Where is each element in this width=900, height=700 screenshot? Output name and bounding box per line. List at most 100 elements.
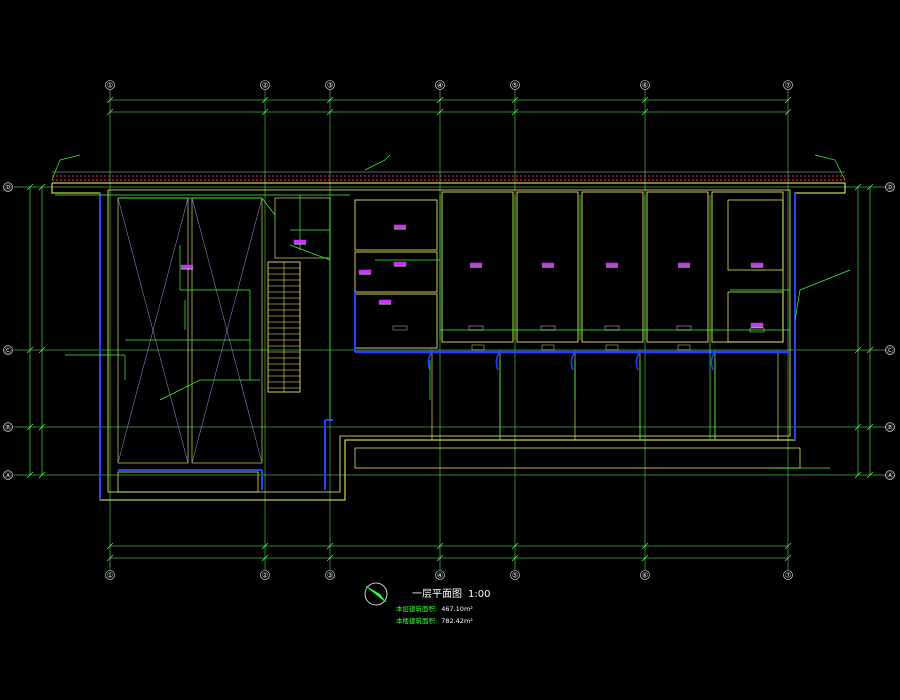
leader-line xyxy=(364,154,391,171)
device-tag xyxy=(605,262,619,267)
device-tag xyxy=(358,269,372,274)
room-lobby xyxy=(274,197,331,259)
room-wc-3 xyxy=(354,293,438,349)
device-tag xyxy=(393,261,407,266)
room-store xyxy=(727,291,784,343)
electrical-conduits xyxy=(99,193,796,500)
axis-bubble xyxy=(260,570,270,580)
north-arrow-icon xyxy=(364,582,388,606)
device-tag xyxy=(469,262,483,267)
void-cross xyxy=(191,197,263,464)
dimension-tick xyxy=(26,183,34,191)
dimension-tick xyxy=(261,108,269,116)
axis-bubble xyxy=(3,182,13,192)
plan-title-text: 一层平面图 xyxy=(412,589,462,600)
room-office-5 xyxy=(711,191,784,343)
plan-title: 一层平面图 1:00 xyxy=(412,585,490,600)
axis-label-col: ⑥ xyxy=(642,572,648,580)
axis-label-col: ⑦ xyxy=(785,572,791,580)
floor-area-label: 本层建筑面积: xyxy=(396,605,438,613)
axis-bubble xyxy=(260,80,270,90)
axis-bubble xyxy=(105,570,115,580)
axis-bubble xyxy=(640,80,650,90)
dimension-tick xyxy=(261,96,269,104)
switch-box xyxy=(605,344,619,351)
dimension-tick xyxy=(641,96,649,104)
axis-label-col: ② xyxy=(262,82,268,90)
dimension-tick xyxy=(866,183,874,191)
device-tag xyxy=(677,262,691,267)
device-tag xyxy=(541,262,555,267)
device-tag xyxy=(293,239,307,244)
building-inner-outline xyxy=(107,189,791,493)
device-tag xyxy=(180,264,194,269)
dimension-tick xyxy=(436,108,444,116)
dimension-tick xyxy=(106,96,114,104)
axis-bubble xyxy=(640,570,650,580)
dimension-tick xyxy=(436,542,444,550)
room-office-3 xyxy=(581,191,644,343)
room-marker xyxy=(604,325,620,331)
room-wc-1 xyxy=(354,199,438,251)
room-office-4 xyxy=(646,191,709,343)
axis-label-col: ③ xyxy=(327,82,333,90)
dimension-tick xyxy=(106,554,114,562)
dimension-tick xyxy=(261,542,269,550)
door-swing xyxy=(710,351,716,371)
leader-line xyxy=(814,154,846,181)
room-equipment xyxy=(727,199,784,271)
axis-bubble xyxy=(3,470,13,480)
dimension-tick xyxy=(854,471,862,479)
dimension-tick xyxy=(26,346,34,354)
axis-label-col: ⑥ xyxy=(642,82,648,90)
dimension-tick xyxy=(866,471,874,479)
building-area-value: 782.42m² xyxy=(441,617,473,625)
axis-label-row: Ⓑ xyxy=(5,424,12,432)
axis-label-col: ① xyxy=(107,82,113,90)
axis-bubble xyxy=(510,80,520,90)
dimension-tick xyxy=(436,96,444,104)
dimension-tick xyxy=(26,423,34,431)
axis-bubble xyxy=(3,422,13,432)
axis-bubble xyxy=(435,570,445,580)
dimension-tick xyxy=(511,554,519,562)
leader-line xyxy=(51,154,81,181)
dimension-tick xyxy=(784,96,792,104)
dimension-tick xyxy=(784,542,792,550)
axis-label-row: Ⓒ xyxy=(5,347,12,355)
dimension-tick xyxy=(511,96,519,104)
dimension-lines xyxy=(26,96,874,562)
building-area-label: 本楼建筑面积: xyxy=(396,617,438,625)
dimension-tick xyxy=(106,108,114,116)
axis-bubble xyxy=(783,570,793,580)
axis-label-col: ⑤ xyxy=(512,572,518,580)
dimension-tick xyxy=(326,542,334,550)
door-swing xyxy=(570,351,576,371)
axis-bubble xyxy=(105,80,115,90)
leader-line xyxy=(794,269,851,321)
dimension-tick xyxy=(854,423,862,431)
axis-label-col: ⑤ xyxy=(512,82,518,90)
room-marker xyxy=(676,325,692,331)
dimension-tick xyxy=(38,183,46,191)
dimension-tick xyxy=(511,542,519,550)
axis-label-col: ④ xyxy=(437,572,443,580)
dimension-tick xyxy=(866,346,874,354)
dimension-tick xyxy=(784,554,792,562)
building-walls xyxy=(51,171,846,501)
title-block xyxy=(360,578,560,628)
floor-area-row: 本层建筑面积:467.10m² xyxy=(396,603,473,613)
axis-label-row: Ⓒ xyxy=(887,347,894,355)
axis-label-col: ② xyxy=(262,572,268,580)
dimension-tick xyxy=(38,346,46,354)
device-tag xyxy=(393,224,407,229)
dimension-tick xyxy=(641,554,649,562)
corridor-outline xyxy=(354,447,801,469)
plan-scale: 1:00 xyxy=(468,589,491,600)
dimension-tick xyxy=(436,554,444,562)
room-marker xyxy=(468,325,484,331)
void-cross xyxy=(117,197,189,464)
device-tag xyxy=(378,299,392,304)
